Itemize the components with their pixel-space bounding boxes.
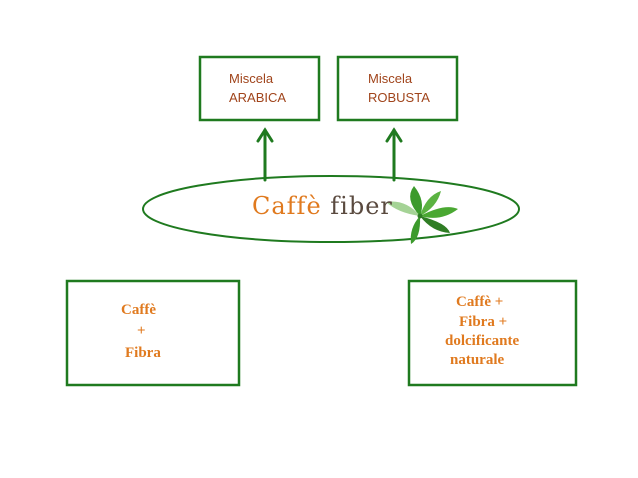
brand-word-fiber: fiber [330,192,393,220]
caffe-fiber-ellipse [142,175,520,243]
box-caffe-fibra [65,279,241,387]
arrow-to-robusta [385,127,403,182]
brand-word-caffe: Caffè [252,192,322,220]
box-arabica [198,55,321,122]
right-box-line4: naturale [450,352,505,368]
left-box-line1: Caffè [121,302,156,318]
box-robusta [336,55,459,122]
brand-title: Caffè fiber [252,192,393,220]
right-box-line2: Fibra + [459,314,508,330]
left-box-line3: Fibra [125,345,161,361]
left-box-line2: + [137,323,146,339]
robusta-label-line2: ROBUSTA [368,90,430,105]
robusta-label-line1: Miscela [368,71,413,86]
arabica-label-line1: Miscela [229,71,274,86]
box-caffe-fibra-dolcificante [407,279,578,387]
arrow-to-arabica [256,127,274,182]
arabica-label-line2: ARABICA [229,90,287,105]
right-box-line1: Caffè + [456,294,504,310]
right-box-line3: dolcificante [445,333,520,349]
green-leaf-icon [386,186,458,244]
